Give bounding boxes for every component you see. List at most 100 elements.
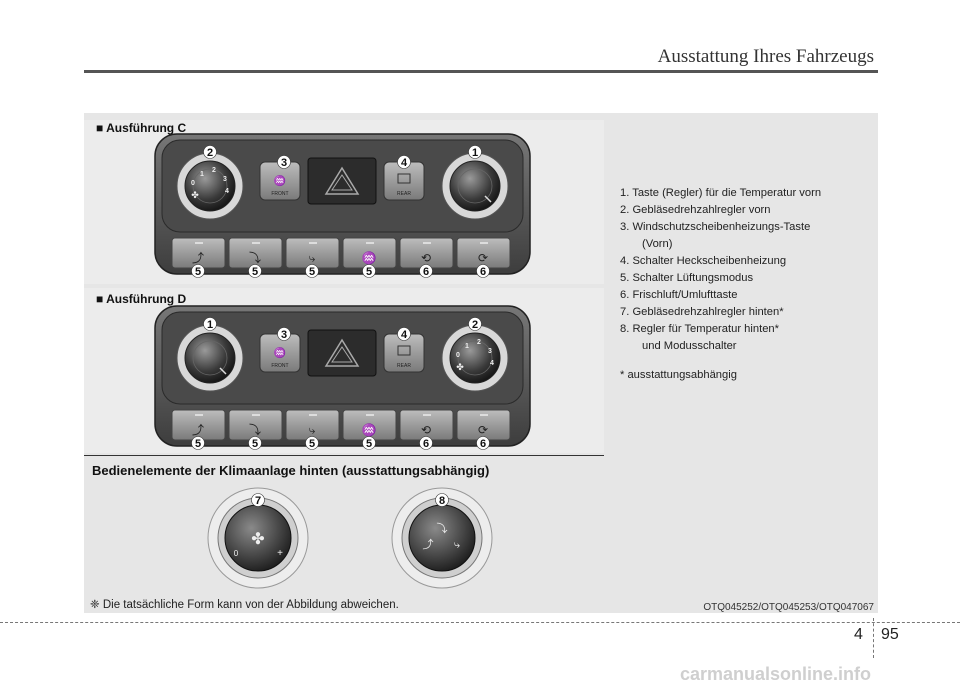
variant-c-left-knob-ring: [192, 168, 228, 204]
vent-mode-floor-icon: ⤷: [309, 251, 316, 265]
variant-d-right-knob[interactable]: [449, 332, 501, 384]
variant-c-left-knob-scale-label: 2: [212, 167, 216, 174]
variant-c-hazard-button[interactable]: [307, 157, 377, 205]
variant-c-left-knob-scale-label: 4: [225, 188, 229, 195]
variant-c-callout-top: 3: [281, 157, 287, 169]
variant-c-right-knob[interactable]: [449, 160, 501, 212]
legend-item-4: 4. Schalter Heckscheibenheizung: [620, 255, 787, 267]
section-number: 4: [854, 626, 863, 643]
footer-dashed-rule: [0, 622, 960, 623]
variant-d-right-knob-scale-label: 3: [488, 348, 492, 355]
legend-item-2: 2. Gebläsedrehzahlregler vorn: [620, 204, 771, 216]
hazard-inner-icon: [331, 346, 353, 363]
variant-d-callout-top: 3: [281, 329, 287, 341]
legend-list: 1. Taste (Regler) für die Temperatur vor…: [620, 185, 870, 355]
variant-c-mode-led: [480, 242, 488, 244]
fan-icon: ✤: [251, 531, 264, 548]
variant-c-callout-bottom: 5: [252, 266, 258, 278]
vent-mode-defrost-icon: ♒: [362, 423, 377, 437]
variant-d-callout-top: 1: [207, 319, 213, 331]
variant-d-mode-led: [366, 414, 374, 416]
variant-d-right-knob-scale-label: 1: [465, 343, 469, 350]
page-number: 95: [881, 626, 899, 643]
variant-d-callout-top: 4: [401, 329, 408, 341]
variant-d-callout-top-bubble: [203, 317, 217, 331]
variant-d-callout-bottom-bubble: [191, 436, 205, 450]
variant-d-callout-bottom: 5: [366, 438, 372, 450]
variant-c-rear-label: REAR: [397, 191, 411, 197]
footnote: * ausstattungsabhängig: [620, 369, 737, 381]
fan-icon: ✤: [191, 190, 199, 200]
variant-d-hazard-button[interactable]: [307, 329, 377, 377]
vent-mode-face-icon: ⤴: [192, 422, 204, 437]
variant-c-callout-bottom: 5: [366, 266, 372, 278]
rear-section-rule: [84, 455, 604, 456]
variant-d-callout-top-bubble: [468, 317, 482, 331]
variant-d-callout-bottom-bubble: [362, 436, 376, 450]
hazard-inner-icon: [331, 174, 353, 191]
variant-c-callout-bottom-bubble: [248, 264, 262, 278]
variant-d-callout-bottom-bubble: [248, 436, 262, 450]
variant-c-callout-bottom-bubble: [305, 264, 319, 278]
legend-item-6: 6. Frischluft/Umlufttaste: [620, 289, 738, 301]
header-rule: [84, 70, 878, 73]
variant-c-mode-led: [366, 242, 374, 244]
variant-c-callout-bottom: 6: [423, 266, 429, 278]
variant-c-callout-bottom: 5: [195, 266, 201, 278]
page-number-divider: [873, 618, 874, 658]
variant-c-callout-top-bubble: [397, 155, 411, 169]
vent-mode-bilevel-icon: ⤵: [249, 423, 261, 437]
rear-fan-knob-callout-bubble: [251, 493, 265, 507]
rear-fan-min-label: 0: [234, 549, 239, 558]
variant-d-mode-led: [423, 414, 431, 416]
fresh-air-icon: ⟲: [421, 251, 431, 265]
vent-mode-floor-icon: ⤷: [454, 539, 461, 551]
windshield-defrost-icon: ♒: [274, 174, 286, 187]
rear-temp-knob[interactable]: [408, 504, 476, 572]
variant-c-callout-bottom-bubble: [476, 264, 490, 278]
variant-d-callout-bottom: 5: [252, 438, 258, 450]
variant-c-mode-led: [309, 242, 317, 244]
variant-c-callout-bottom-bubble: [419, 264, 433, 278]
variant-d-callout-top-bubble: [397, 327, 411, 341]
rear-fan-max-label: +: [277, 548, 283, 559]
variant-d-callout-bottom: 6: [480, 438, 486, 450]
variant-c-left-knob[interactable]: [184, 160, 236, 212]
legend-item-3: 3. Windschutzscheibenheizungs-Taste: [620, 221, 811, 233]
page-header-title: Ausstattung Ihres Fahrzeugs: [657, 46, 874, 67]
variant-c-callout-top-bubble: [468, 145, 482, 159]
variant-d-mode-led: [309, 414, 317, 416]
variant-c-callout-top: 4: [401, 157, 408, 169]
legend-item-8: 8. Regler für Temperatur hinten*: [620, 323, 779, 335]
variant-d-left-knob[interactable]: [184, 332, 236, 384]
variant-c-left-knob-scale-label: 0: [191, 180, 195, 187]
variant-d-callout-bottom-bubble: [419, 436, 433, 450]
variant-c-callout-top-bubble: [277, 155, 291, 169]
variant-d-mode-led: [195, 414, 203, 416]
variant-d-left-knob-ring: [192, 340, 228, 376]
vent-mode-bilevel-icon: ⤵: [249, 251, 261, 265]
watermark: carmanualsonline.info: [680, 664, 872, 684]
image-codes: OTQ045252/OTQ045253/OTQ047067: [703, 602, 874, 613]
rear-fan-knob-callout: 7: [255, 495, 261, 507]
vent-mode-face-icon: ⤴: [423, 537, 434, 551]
variant-d-callout-bottom: 6: [423, 438, 429, 450]
variant-c-left-knob-scale-label: 3: [223, 176, 227, 183]
variant-c-mode-led: [423, 242, 431, 244]
fan-icon: ✤: [456, 362, 464, 372]
variant-d-front-label: FRONT: [271, 363, 288, 369]
variant-d-right-knob-scale-label: 4: [490, 360, 494, 367]
hazard-icon: [324, 166, 360, 195]
hazard-icon: [324, 338, 360, 367]
rear-temp-knob-callout-bubble: [435, 493, 449, 507]
variant-d-left-knob-pointer: [219, 367, 227, 375]
legend-item-3-cont: (Vorn): [642, 238, 673, 250]
variant-d-right-knob-ring: [457, 340, 493, 376]
variant-d-callout-bottom-bubble: [476, 436, 490, 450]
rear-window-defrost-icon: [397, 345, 411, 356]
rear-temp-knob-callout: 8: [439, 495, 445, 507]
variant-d-callout-bottom: 5: [195, 438, 201, 450]
variant-d-callout-top: 2: [472, 319, 478, 331]
